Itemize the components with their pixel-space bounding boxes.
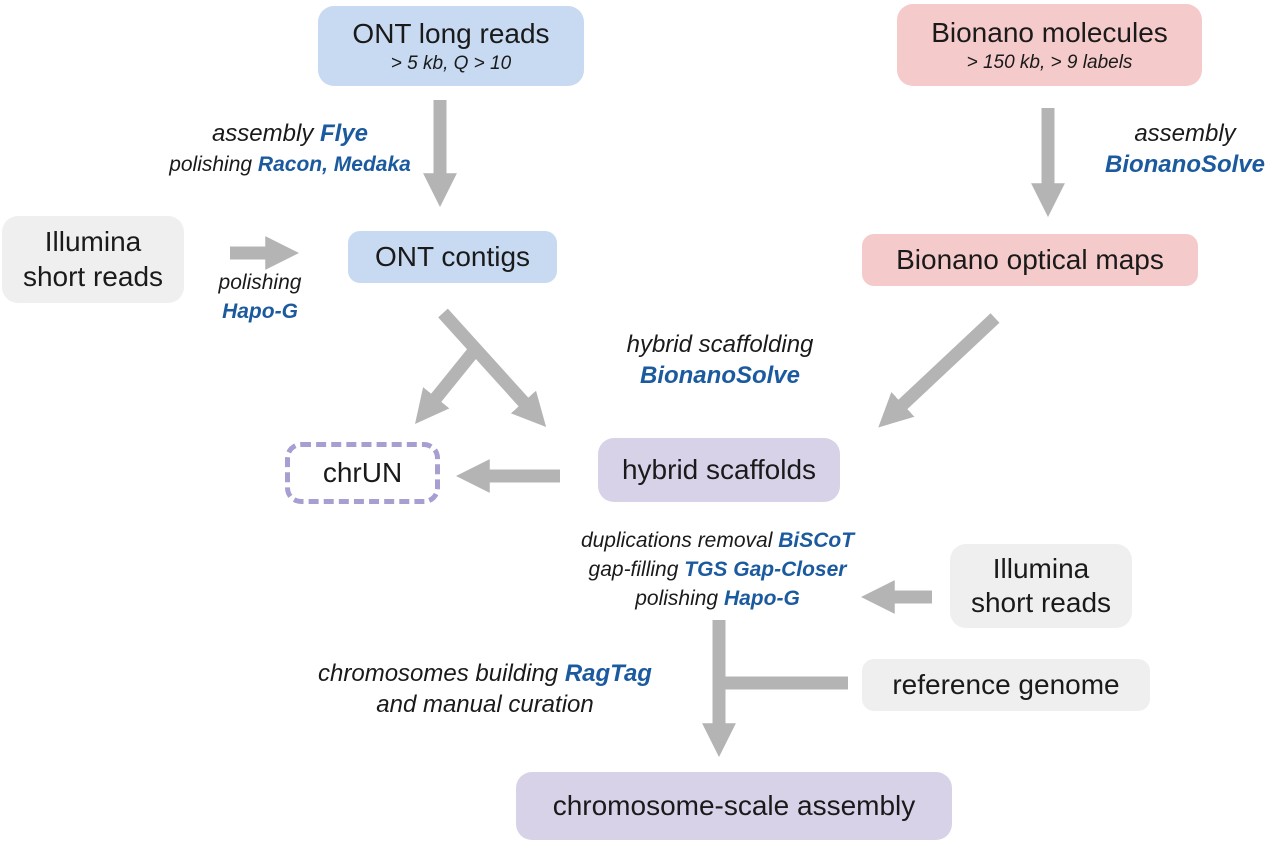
node-bionano-optical-maps: Bionano optical maps — [862, 234, 1198, 286]
step-text: assembly — [211, 120, 320, 147]
tool-name: TGS Gap-Closer — [684, 558, 847, 581]
step-bionano-assembly: assembly BionanoSolve — [1090, 118, 1280, 180]
node-subtitle: > 5 kb, Q > 10 — [390, 53, 512, 75]
arrow-ont-contigs-to-hybrid-scaffolds — [438, 308, 547, 428]
step-ont-assembly: assembly Flye polishing Racon, Medaka — [150, 118, 430, 180]
step-illumina-polishing: polishing Hapo-G — [185, 268, 335, 326]
node-bionano-molecules: Bionano molecules > 150 kb, > 9 labels — [897, 4, 1202, 86]
step-post-scaffolding: duplications removal BiSCoT gap-filling … — [555, 526, 880, 613]
step-line: polishing Racon, Medaka — [150, 149, 430, 180]
node-subtitle: > 150 kb, > 9 labels — [966, 52, 1133, 74]
step-line: polishing — [218, 271, 302, 294]
node-title: hybrid scaffolds — [621, 453, 817, 485]
tool-name: BionanoSolve — [639, 362, 801, 389]
arrow-ont-contigs-to-chrun — [415, 346, 480, 425]
node-title: Bionano optical maps — [896, 243, 1164, 275]
tool-name: Flye — [320, 120, 369, 147]
node-title-line1: Illumina — [992, 552, 1090, 584]
node-title-line1: Illumina — [44, 226, 142, 258]
node-chrun: chrUN — [285, 442, 440, 504]
node-title-line2: short reads — [970, 587, 1112, 618]
step-line: gap-filling TGS Gap-Closer — [555, 555, 880, 584]
step-line: assembly — [1134, 120, 1236, 147]
node-ont-contigs: ONT contigs — [348, 231, 557, 283]
arrow-bionano-maps-to-hybrid-scaffolds — [878, 313, 1000, 428]
step-line: chromosomes building RagTag — [285, 658, 685, 689]
tool-name: Hapo-G — [723, 587, 800, 610]
node-title: chrUN — [322, 456, 403, 488]
step-text: polishing — [169, 153, 258, 176]
tool-name: Racon, Medaka — [257, 153, 411, 176]
step-chromosome-building: chromosomes building RagTag and manual c… — [285, 658, 685, 720]
step-text: gap-filling — [588, 558, 685, 581]
step-text: polishing — [635, 587, 724, 610]
node-hybrid-scaffolds: hybrid scaffolds — [598, 438, 840, 502]
node-illumina-short-reads-right: Illumina short reads — [950, 544, 1132, 628]
node-illumina-short-reads-left: Illumina short reads — [2, 216, 184, 303]
tool-name: RagTag — [564, 660, 652, 687]
step-line: polishing Hapo-G — [555, 584, 880, 613]
step-line: and manual curation — [376, 691, 594, 718]
node-ont-long-reads: ONT long reads > 5 kb, Q > 10 — [318, 6, 584, 86]
node-title: chromosome-scale assembly — [552, 789, 916, 821]
node-title: Bionano molecules — [931, 16, 1168, 48]
step-line: assembly Flye — [150, 118, 430, 149]
node-title: ONT long reads — [352, 17, 550, 49]
node-title: reference genome — [892, 668, 1120, 700]
step-hybrid-scaffolding: hybrid scaffolding BionanoSolve — [590, 329, 850, 391]
tool-name: Hapo-G — [222, 300, 298, 323]
node-reference-genome: reference genome — [862, 659, 1150, 711]
step-line: duplications removal BiSCoT — [555, 526, 880, 555]
step-text: duplications removal — [580, 529, 779, 552]
tool-name: BionanoSolve — [1104, 151, 1266, 178]
step-text: chromosomes building — [318, 660, 565, 687]
node-chromosome-scale-assembly: chromosome-scale assembly — [516, 772, 952, 840]
tool-name: BiSCoT — [778, 529, 855, 552]
node-title-line2: short reads — [22, 260, 164, 292]
step-line: hybrid scaffolding — [626, 331, 814, 358]
node-title: ONT contigs — [374, 240, 531, 272]
